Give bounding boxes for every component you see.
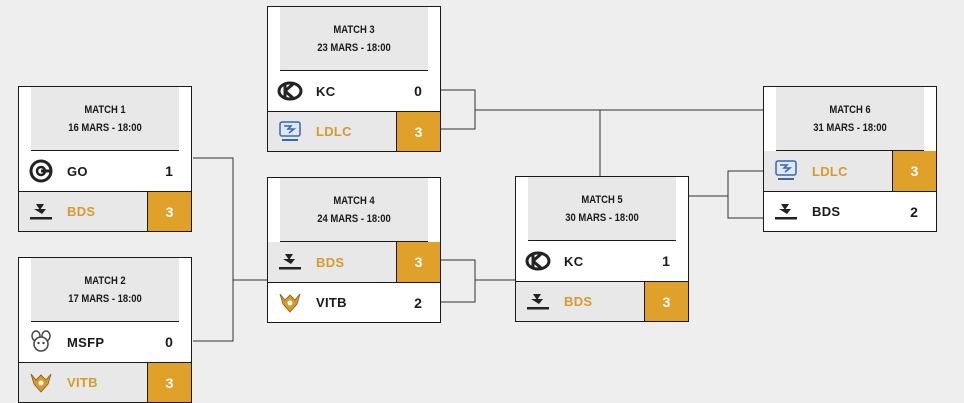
match-date: 31 MARS - 18:00 [813, 121, 887, 134]
team-row-winner[interactable]: BDS 3 [516, 281, 688, 321]
team-score: 1 [662, 253, 670, 269]
team-row[interactable]: MSFP 0 [19, 322, 191, 362]
team-score: 3 [147, 363, 191, 402]
bds-logo-icon [276, 248, 304, 276]
kc-logo-icon [276, 77, 304, 105]
match-6-card[interactable]: MATCH 6 31 MARS - 18:00 LDLC 3 BDS 2 [763, 86, 937, 232]
match-date: 24 MARS - 18:00 [317, 212, 391, 225]
team-name: VITB [316, 295, 347, 310]
team-name: GO [67, 163, 88, 179]
team-row[interactable]: VITB 2 [268, 282, 440, 322]
team-score: 0 [414, 83, 422, 99]
team-score: 0 [165, 334, 173, 350]
match-header: MATCH 2 17 MARS - 18:00 [31, 258, 179, 322]
team-score: 2 [910, 203, 918, 220]
kc-logo-icon [524, 247, 552, 275]
match-date: 17 MARS - 18:00 [68, 292, 142, 305]
match-3-card[interactable]: MATCH 3 23 MARS - 18:00 KC 0 LDLC 3 [267, 6, 441, 152]
match-date: 30 MARS - 18:00 [565, 211, 639, 224]
vitb-logo-icon [27, 369, 55, 397]
team-row-winner[interactable]: LDLC 3 [268, 111, 440, 151]
match-5-card[interactable]: MATCH 5 30 MARS - 18:00 KC 1 BDS 3 [515, 176, 689, 322]
team-score: 2 [414, 294, 422, 311]
match-title: MATCH 3 [333, 23, 375, 36]
match-header: MATCH 5 30 MARS - 18:00 [528, 177, 676, 241]
team-name: LDLC [316, 124, 352, 139]
match-title: MATCH 5 [581, 193, 623, 206]
team-row-winner[interactable]: VITB 3 [19, 362, 191, 402]
team-row[interactable]: KC 1 [516, 241, 688, 281]
bds-logo-icon [524, 288, 552, 316]
team-score: 3 [396, 112, 440, 151]
team-name: BDS [564, 294, 593, 309]
team-name: MSFP [67, 334, 105, 350]
team-row[interactable]: BDS 2 [764, 191, 936, 231]
match-title: MATCH 4 [333, 194, 375, 207]
team-row-winner[interactable]: BDS 3 [268, 242, 440, 282]
bds-logo-icon [27, 198, 55, 226]
go-logo-icon [27, 157, 55, 185]
ldlc-logo-icon [276, 118, 304, 146]
match-date: 16 MARS - 18:00 [68, 121, 142, 134]
team-score: 3 [396, 242, 440, 282]
match-title: MATCH 2 [84, 274, 126, 287]
msfp-logo-icon [27, 328, 55, 356]
match-header: MATCH 6 31 MARS - 18:00 [776, 87, 924, 151]
team-name: KC [564, 253, 584, 269]
team-name: BDS [67, 204, 96, 219]
ldlc-logo-icon [772, 157, 800, 185]
team-score: 3 [644, 282, 688, 321]
team-row-winner[interactable]: BDS 3 [19, 191, 191, 231]
team-score: 3 [147, 192, 191, 231]
team-score: 3 [892, 151, 936, 191]
bds-logo-icon [772, 198, 800, 226]
vitb-logo-icon [276, 289, 304, 317]
match-header: MATCH 4 24 MARS - 18:00 [280, 178, 428, 242]
team-row[interactable]: GO 1 [19, 151, 191, 191]
team-name: VITB [67, 375, 98, 390]
match-date: 23 MARS - 18:00 [317, 41, 391, 54]
team-score: 1 [165, 163, 173, 179]
match-header: MATCH 1 16 MARS - 18:00 [31, 87, 179, 151]
match-title: MATCH 6 [829, 103, 871, 116]
match-title: MATCH 1 [84, 103, 126, 116]
match-1-card[interactable]: MATCH 1 16 MARS - 18:00 GO 1 BDS 3 [18, 86, 192, 232]
team-name: KC [316, 83, 336, 99]
match-header: MATCH 3 23 MARS - 18:00 [280, 7, 428, 71]
team-row-winner[interactable]: LDLC 3 [764, 151, 936, 191]
team-name: BDS [812, 204, 841, 219]
team-row[interactable]: KC 0 [268, 71, 440, 111]
match-2-card[interactable]: MATCH 2 17 MARS - 18:00 MSFP 0 VITB 3 [18, 257, 192, 403]
match-4-card[interactable]: MATCH 4 24 MARS - 18:00 BDS 3 VITB 2 [267, 177, 441, 323]
team-name: BDS [316, 254, 345, 270]
team-name: LDLC [812, 163, 848, 179]
